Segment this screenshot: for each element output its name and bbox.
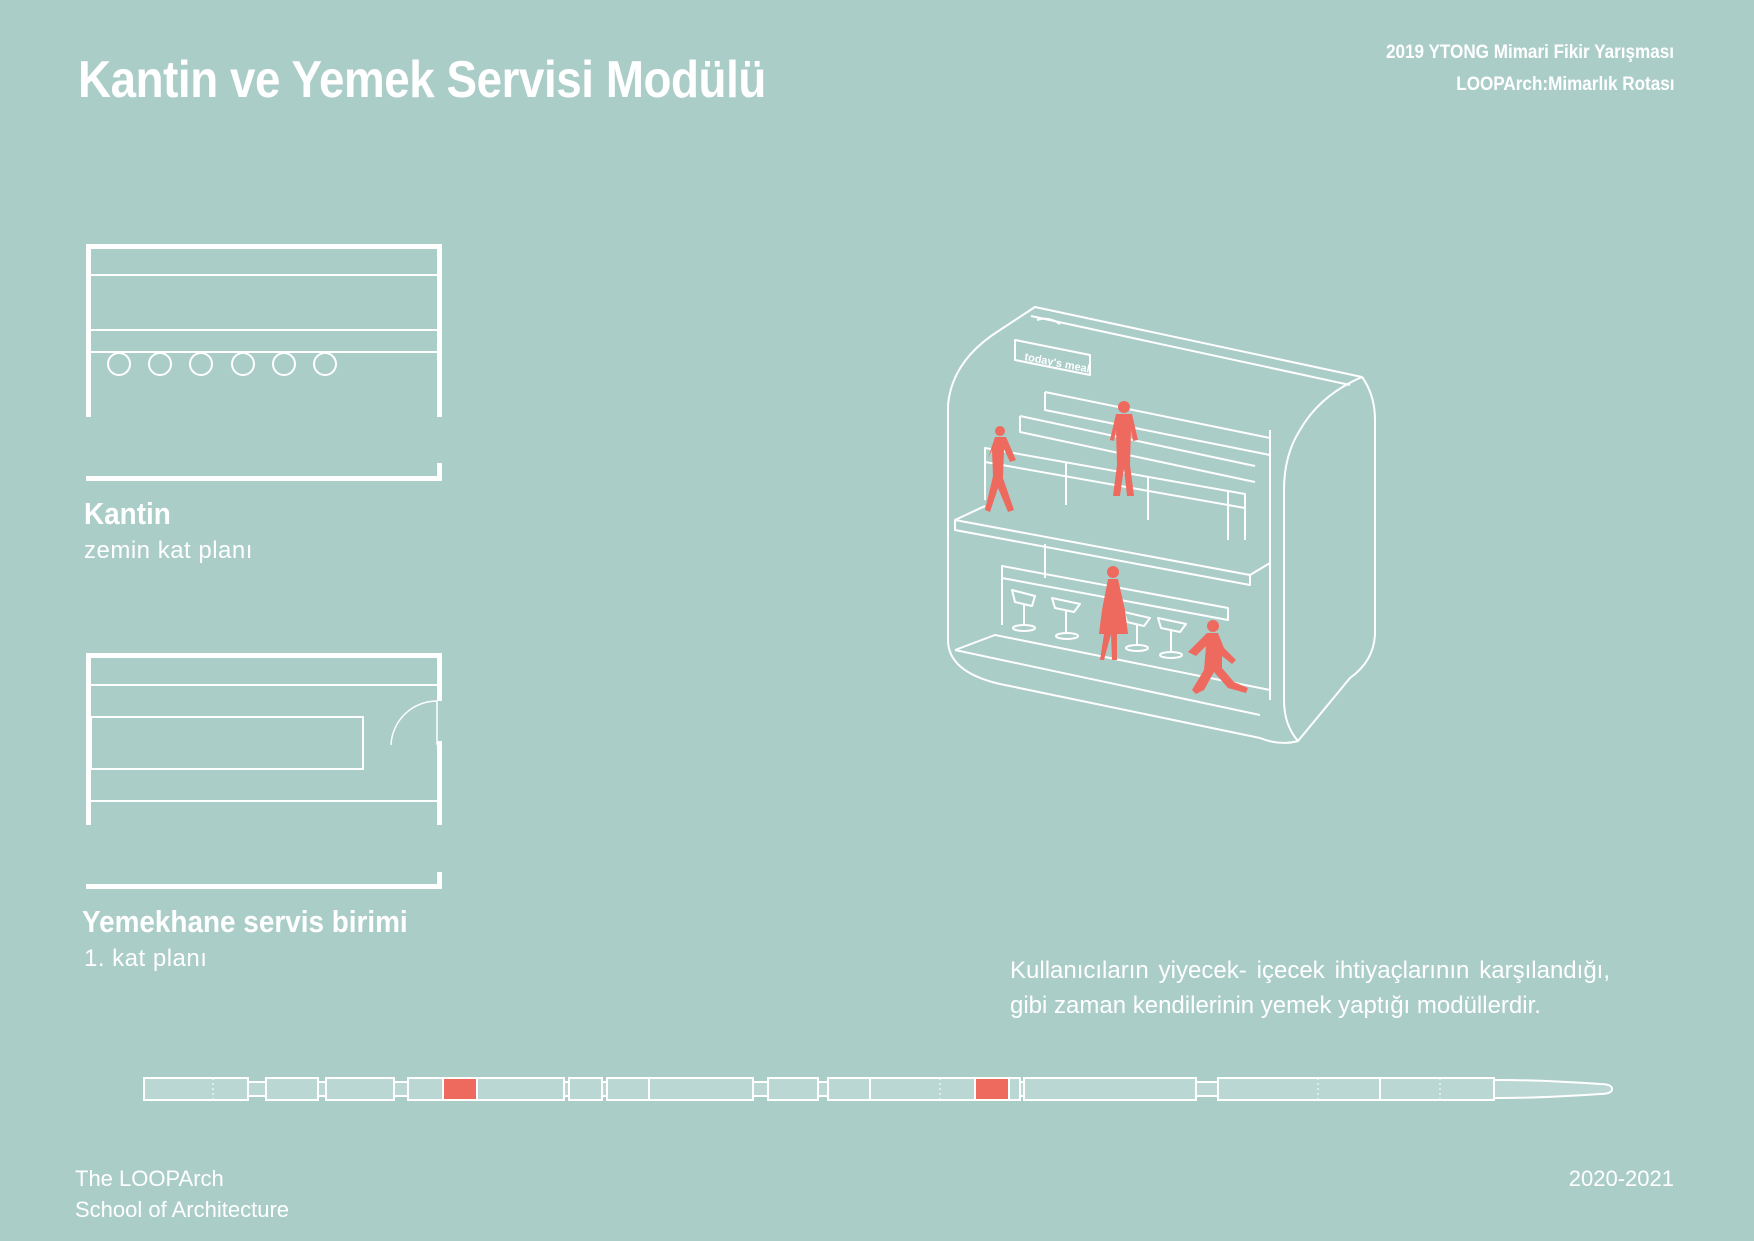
academic-years: 2020-2021 xyxy=(1568,1166,1674,1191)
competition-title: 2019 YTONG Mimari Fikir Yarışması xyxy=(1385,42,1674,63)
competition-subtitle: LOOPArch:Mimarlık Rotası xyxy=(1455,74,1674,95)
route-highlight-1 xyxy=(442,1077,478,1101)
plan-subtitle-kantin: zemin kat planı xyxy=(84,537,253,564)
module-description: Kullanıcıların yiyecek- içecek ihtiyaçla… xyxy=(1010,957,1610,1019)
person-walking-lower xyxy=(1188,620,1248,694)
person-standing-lower xyxy=(1099,566,1128,660)
person-walking-upper xyxy=(985,426,1016,512)
page-title: Kantin ve Yemek Servisi Modülü xyxy=(78,51,766,109)
school-name-line2: School of Architecture xyxy=(75,1197,290,1222)
sign-text: today's meal xyxy=(1023,351,1090,375)
route-highlight-2 xyxy=(974,1077,1010,1101)
plan-title-yemekhane: Yemekhane servis birimi xyxy=(82,904,408,939)
plan-title-kantin: Kantin xyxy=(84,496,171,531)
school-name-line1: The LOOPArch xyxy=(75,1166,224,1191)
person-standing-upper xyxy=(1110,401,1138,496)
plan-subtitle-yemekhane: 1. kat planı xyxy=(84,945,208,972)
